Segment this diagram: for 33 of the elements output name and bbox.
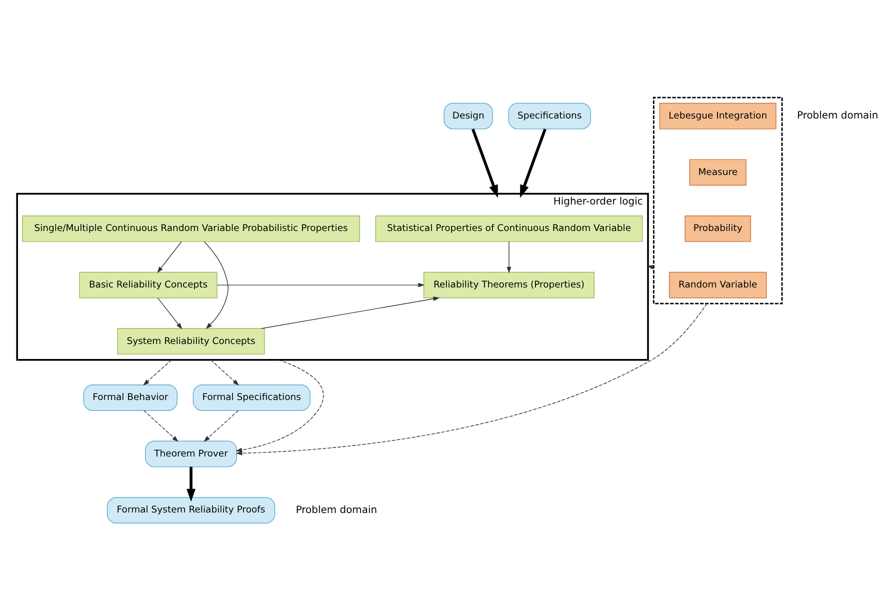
arrow bbox=[216, 282, 425, 288]
label: Problem domain bbox=[796, 110, 878, 122]
arrow bbox=[646, 265, 654, 270]
node-box: Random Variable bbox=[669, 272, 767, 298]
arrow bbox=[506, 241, 512, 274]
arrow bbox=[143, 360, 172, 386]
arrow bbox=[157, 241, 182, 274]
node-box: Formal System Reliability Proofs bbox=[106, 497, 276, 524]
node-box: Measure bbox=[689, 159, 746, 186]
label: Problem domain bbox=[296, 504, 378, 516]
node-box: Design bbox=[444, 102, 493, 130]
node-box: System Reliability Concepts bbox=[117, 328, 265, 355]
arrow bbox=[204, 410, 239, 442]
arrow bbox=[144, 410, 178, 442]
node-box: Single/Multiple Continuous Random Variable Probabilistic Properties bbox=[22, 216, 360, 242]
arrow bbox=[236, 360, 324, 452]
node-box: Formal Specifications bbox=[192, 384, 310, 411]
arrow bbox=[520, 128, 546, 198]
node-box: Theorem Prover bbox=[145, 440, 238, 468]
arrow bbox=[472, 128, 498, 198]
arrow bbox=[210, 360, 240, 386]
node-box: Probability bbox=[684, 216, 752, 242]
node-box: Statistical Properties of Continuous Random Variable bbox=[375, 216, 643, 242]
arrow bbox=[236, 303, 708, 456]
arrow bbox=[261, 296, 440, 329]
node-box: Lebesgue Integration bbox=[659, 102, 776, 130]
arrow bbox=[157, 298, 182, 330]
node-box: Specifications bbox=[508, 102, 591, 130]
arrow bbox=[204, 241, 228, 330]
node-box: Basic Reliability Concepts bbox=[79, 272, 218, 298]
node-box: Formal Behavior bbox=[83, 384, 178, 411]
node-box: Reliability Theorems (Properties) bbox=[423, 272, 595, 298]
arrow bbox=[186, 466, 196, 502]
